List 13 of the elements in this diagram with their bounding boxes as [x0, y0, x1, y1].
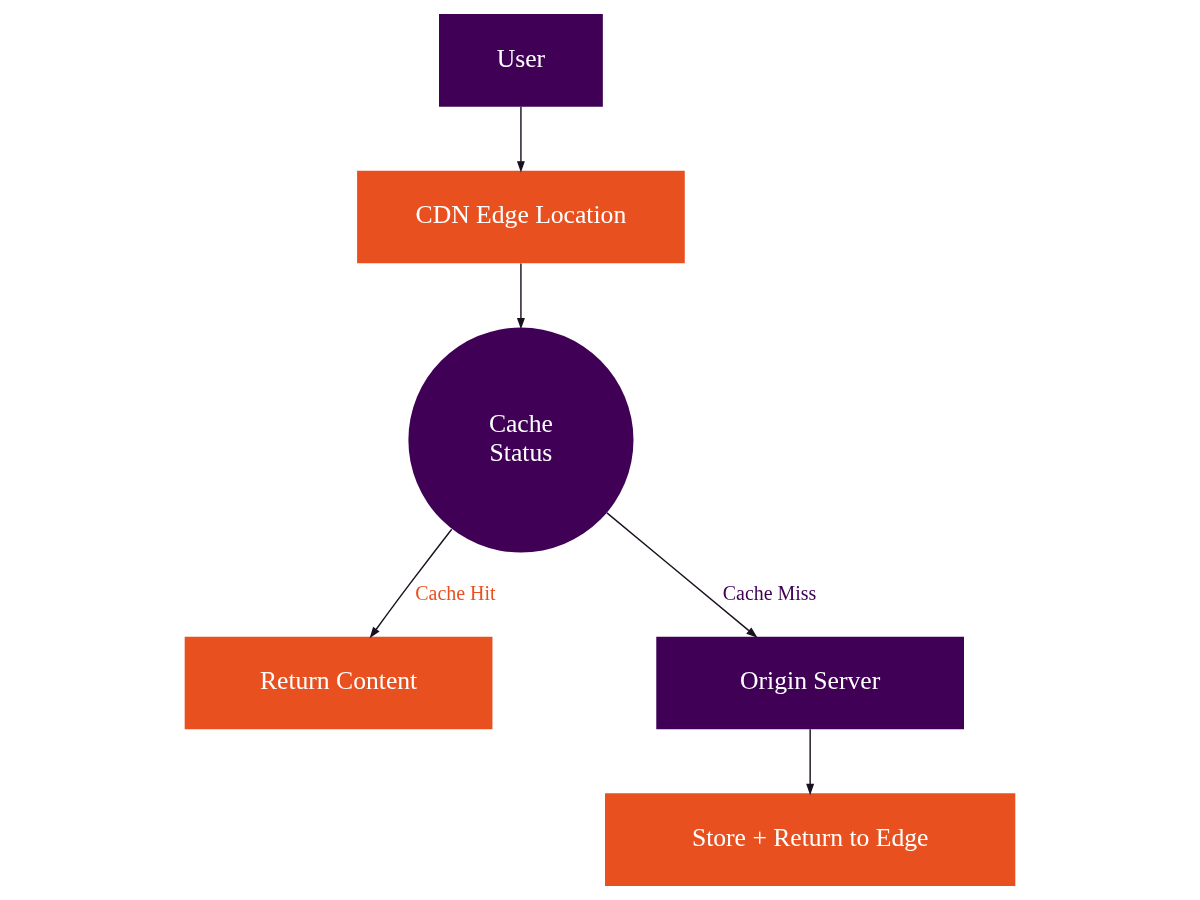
arrow: [806, 728, 815, 796]
arrow: [516, 262, 525, 330]
edge-label: Cache Hit: [415, 581, 496, 604]
node-box: CDN Edge Location: [357, 170, 685, 264]
node-box: Return Content: [184, 636, 493, 730]
arrow: [369, 528, 453, 639]
node-box: Store + Return to Edge: [605, 793, 1016, 886]
node-box: Origin Server: [656, 636, 964, 730]
arrow: [516, 106, 525, 173]
node-box: User: [439, 14, 603, 107]
edge-label: Cache Miss: [722, 581, 817, 604]
arrow: [606, 512, 758, 638]
node-circle: Cache Status: [408, 327, 634, 553]
